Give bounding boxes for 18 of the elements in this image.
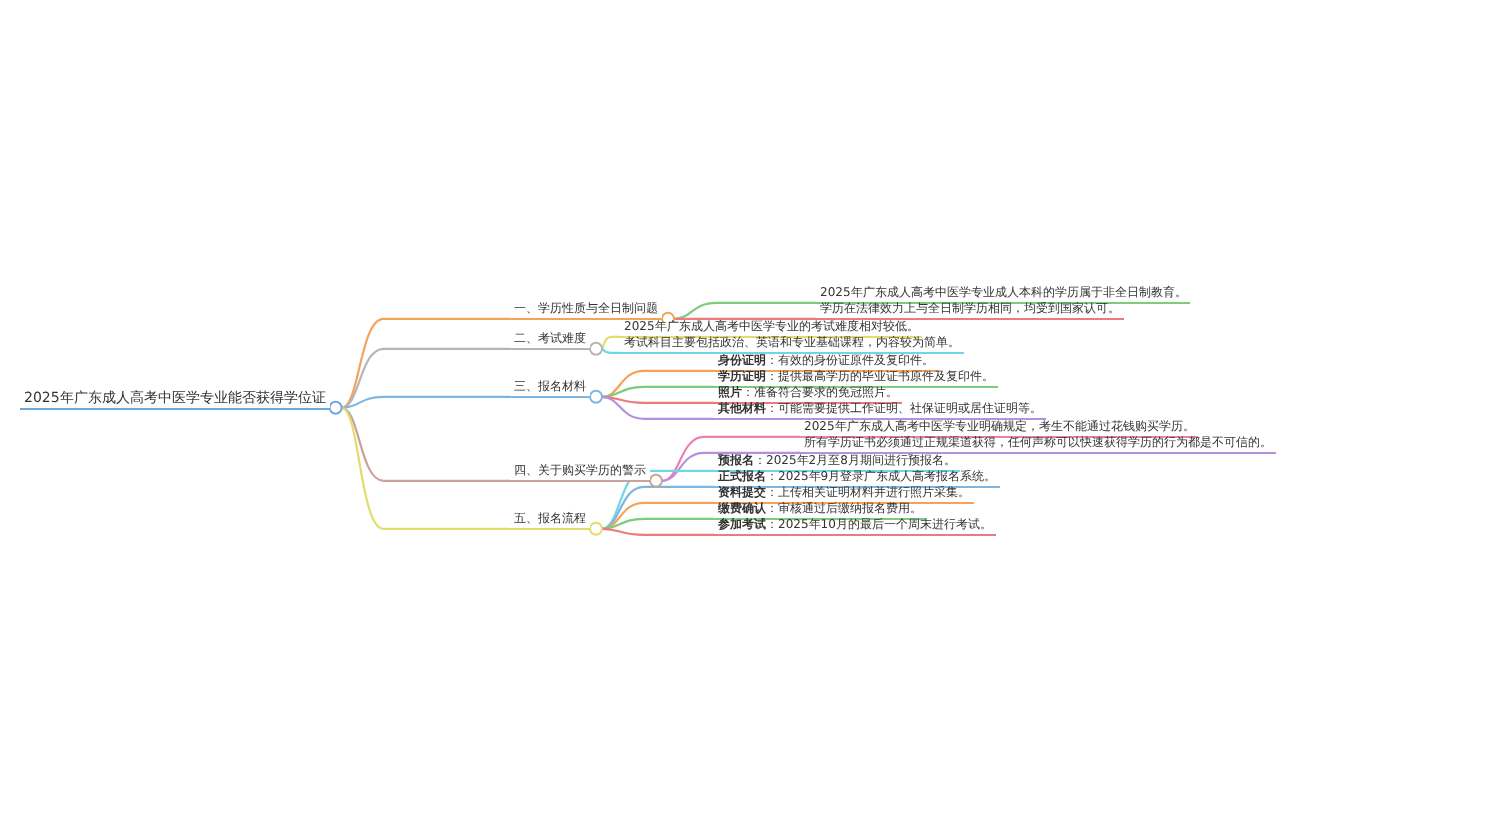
connector-line	[601, 517, 714, 530]
connector-line	[673, 301, 816, 320]
connector-line	[601, 501, 714, 530]
connector-line	[674, 317, 816, 320]
connector-line	[601, 335, 620, 350]
connector-line	[661, 435, 800, 482]
connector-line	[661, 451, 800, 482]
connector-line	[601, 395, 714, 420]
connector-line	[341, 406, 510, 482]
connector-line	[601, 385, 714, 398]
connector-line	[341, 395, 510, 409]
connector-line	[601, 485, 714, 530]
connector-line	[341, 317, 510, 409]
connector-line	[601, 347, 620, 354]
connector-line	[341, 347, 510, 409]
connector-line	[601, 527, 714, 536]
connector-line	[601, 369, 714, 398]
connector-line	[341, 406, 510, 530]
